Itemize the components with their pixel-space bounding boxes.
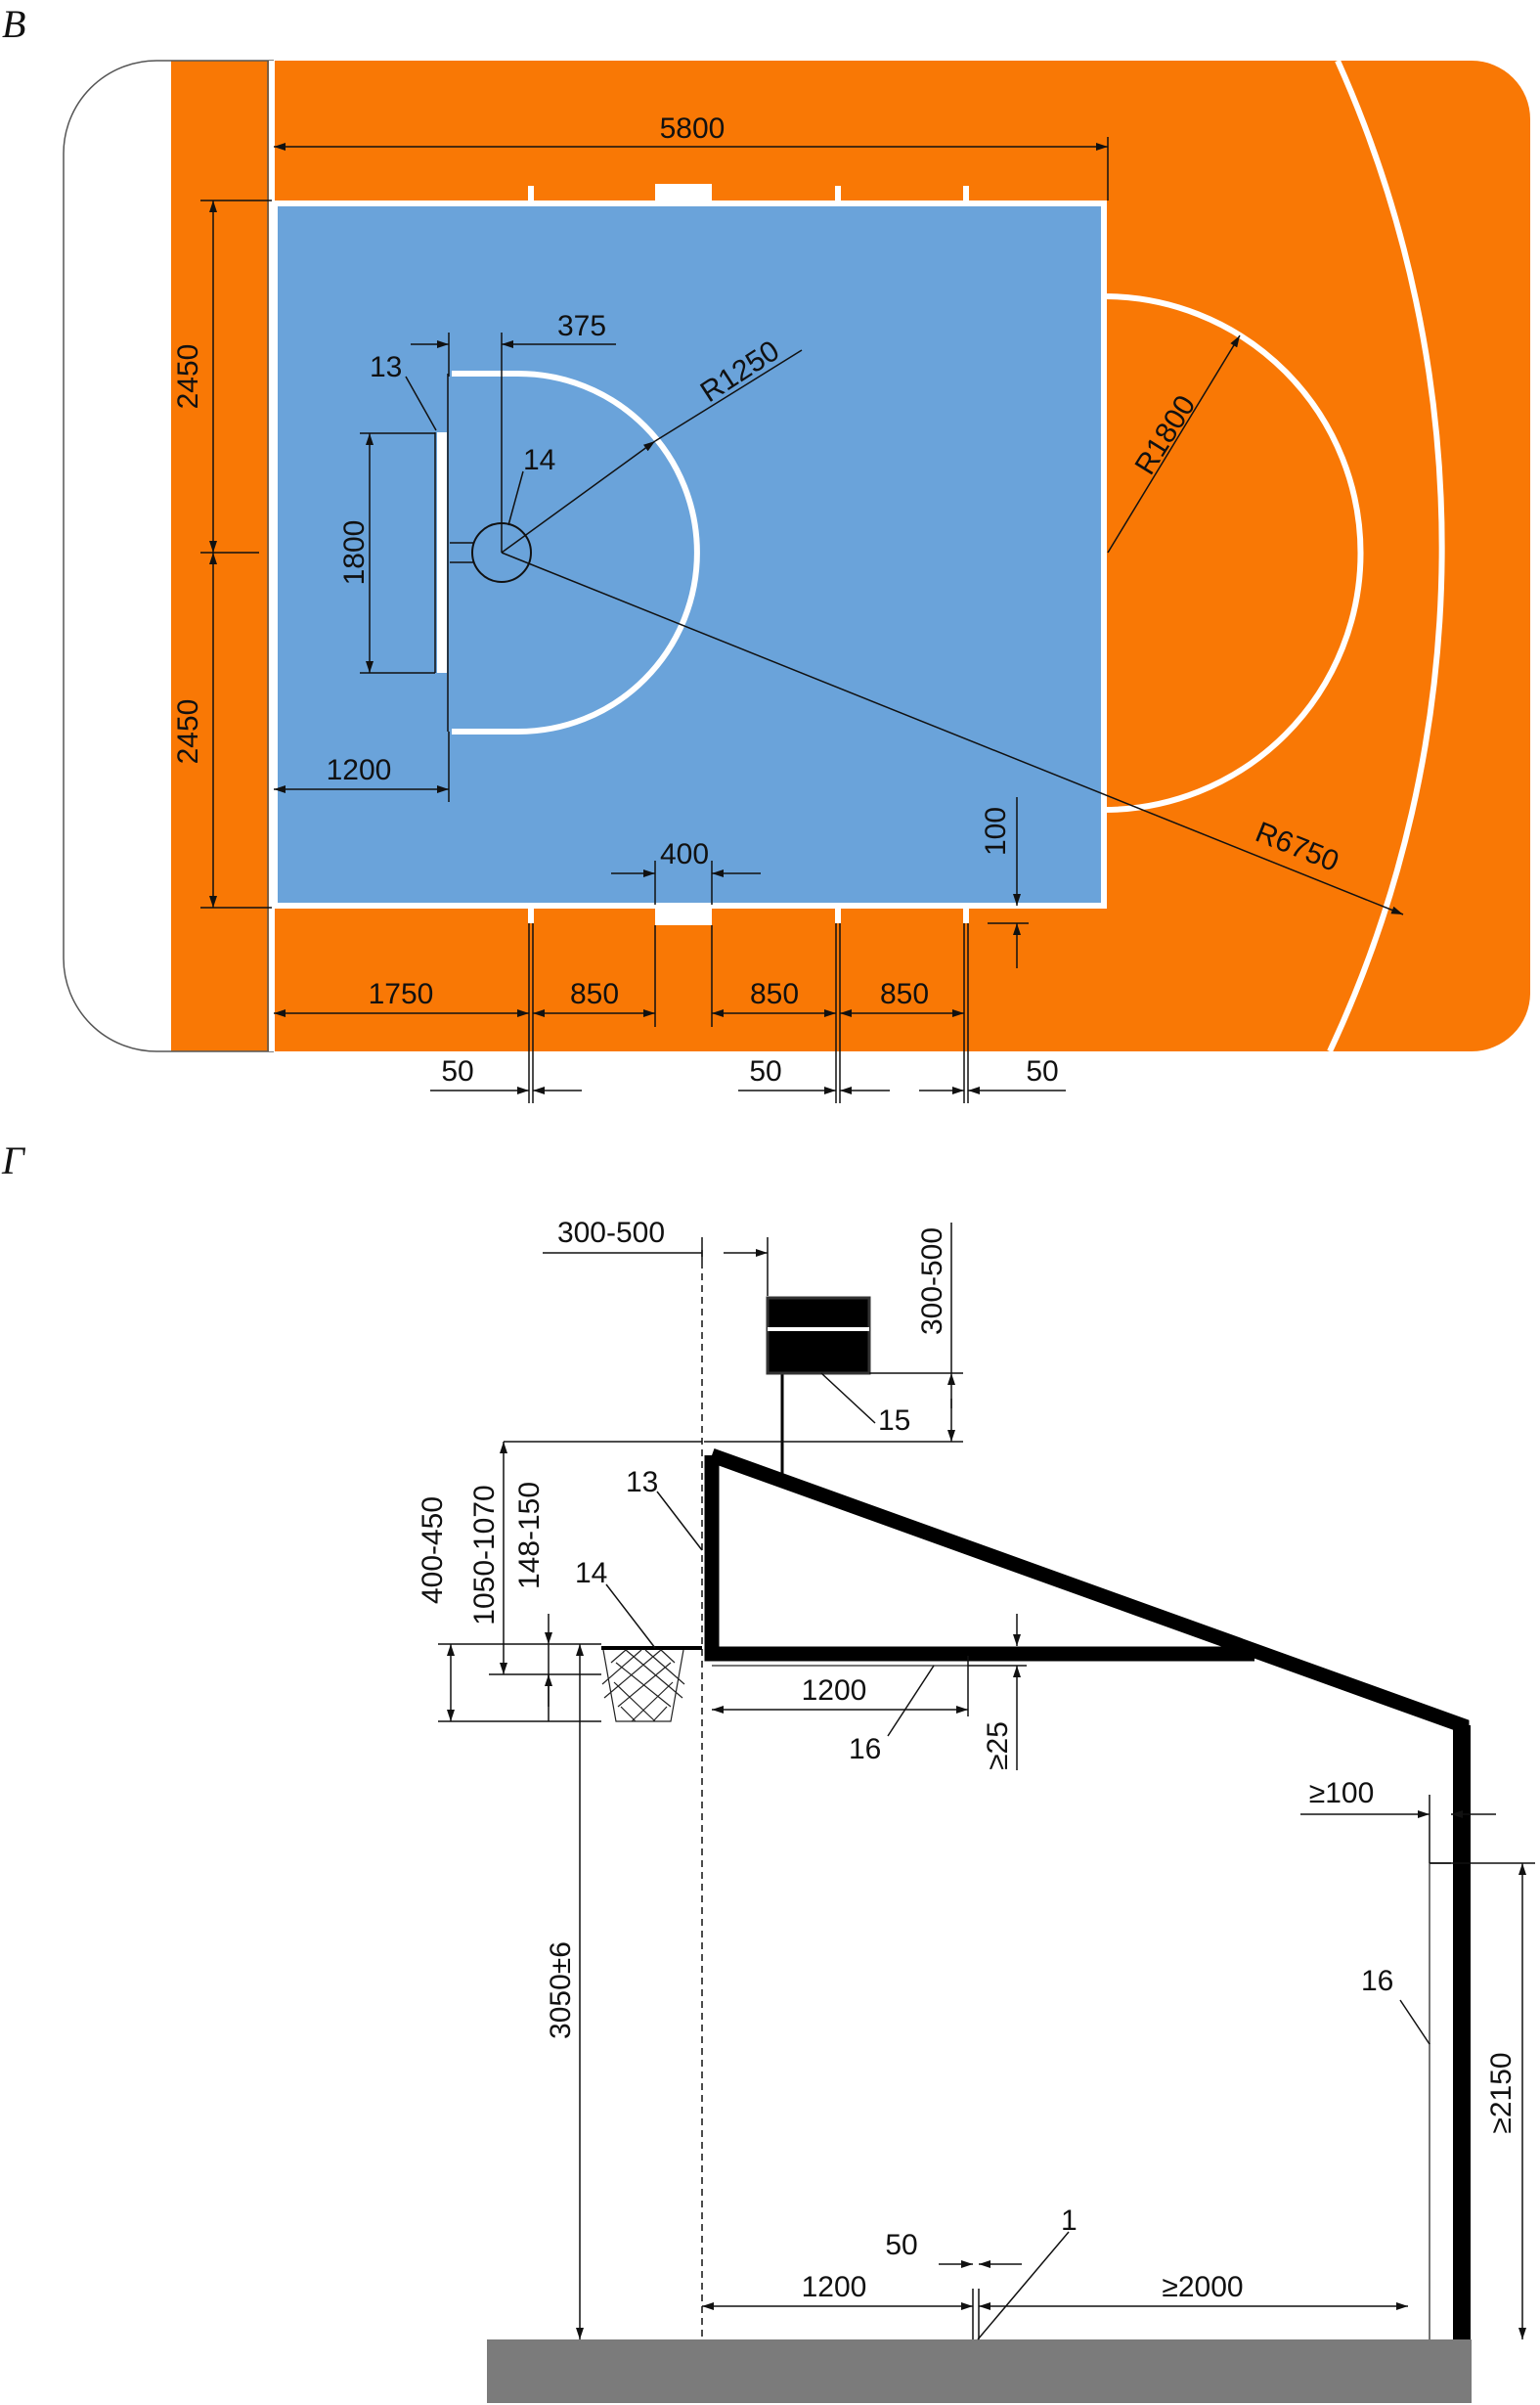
callout-15: 15 [878, 1404, 910, 1437]
dim-850: 850 [750, 978, 799, 1010]
dim-2150: ≥2150 [1485, 2052, 1518, 2133]
callout-leader-13 [405, 376, 437, 431]
dim-400-450: 400-450 [417, 1496, 449, 1604]
key-area [272, 200, 1107, 909]
backboard-plan [437, 432, 447, 673]
dim-2450-lower: 2450 [172, 699, 204, 765]
three-point-arc [1327, 59, 1445, 1053]
callout-leader-16 [1399, 1999, 1430, 2045]
dim-1800: 1800 [338, 520, 371, 586]
dim-3050: 3050±6 [545, 1941, 577, 2039]
dim-50: 50 [441, 1055, 473, 1088]
callout-14-elev: 14 [575, 1557, 607, 1589]
callout-leader-14 [507, 470, 524, 526]
section-label-top: В [2, 2, 25, 46]
radius-line-6750 [501, 552, 1404, 915]
callout-leader-15 [820, 1372, 876, 1424]
dim-300-500-v: 300-500 [916, 1227, 948, 1335]
dim-400: 400 [660, 838, 709, 870]
callout-16-arm: 16 [849, 1733, 881, 1765]
ground [487, 2339, 1472, 2403]
callout-14: 14 [523, 444, 555, 476]
free-throw-circle [1103, 293, 1364, 813]
neutral-zone-mark [655, 184, 712, 203]
callout-1: 1 [1061, 2205, 1078, 2237]
support-frame [704, 1447, 1470, 2339]
dim-2000-base: ≥2000 [1162, 2271, 1243, 2303]
shot-clock [766, 1296, 871, 1375]
dim-375: 375 [557, 310, 606, 342]
dim-50: 50 [749, 1055, 781, 1088]
dim-50: 50 [1026, 1055, 1058, 1088]
radius-line-1250 [501, 440, 656, 554]
dim-50-base: 50 [885, 2229, 917, 2261]
dim-1200-arm: 1200 [802, 1674, 867, 1707]
dim-300-500-h: 300-500 [557, 1217, 665, 1249]
callout-16-post: 16 [1361, 1965, 1393, 1997]
callout-leader-1 [977, 2231, 1070, 2340]
dim-1050-1070: 1050-1070 [468, 1485, 501, 1625]
court-outline [63, 60, 274, 1052]
basket-net [601, 1649, 685, 1722]
dim-1200-base: 1200 [802, 2271, 867, 2303]
dim-850: 850 [570, 978, 619, 1010]
radius-leader-1250 [654, 349, 803, 442]
no-charge-arc [452, 371, 700, 735]
dim-1750: 1750 [369, 978, 434, 1010]
callout-13: 13 [370, 351, 402, 383]
callout-leader-14 [605, 1583, 656, 1649]
dim-850: 850 [880, 978, 929, 1010]
section-label-bottom: Г [1, 1138, 26, 1182]
dim-148-150: 148-150 [513, 1482, 546, 1589]
dim-25: ≥25 [982, 1721, 1014, 1770]
dim-5800: 5800 [660, 112, 726, 145]
callout-leader-13 [656, 1491, 703, 1551]
dim-2450-upper: 2450 [172, 344, 204, 410]
dim-1200-plan: 1200 [327, 754, 392, 786]
neutral-zone-mark [655, 906, 712, 925]
callout-leader-16 [887, 1665, 935, 1737]
dim-100: 100 [980, 807, 1012, 856]
callout-13-elev: 13 [626, 1466, 658, 1498]
radius-line-1800 [1107, 334, 1241, 554]
dim-100-post: ≥100 [1309, 1777, 1375, 1809]
